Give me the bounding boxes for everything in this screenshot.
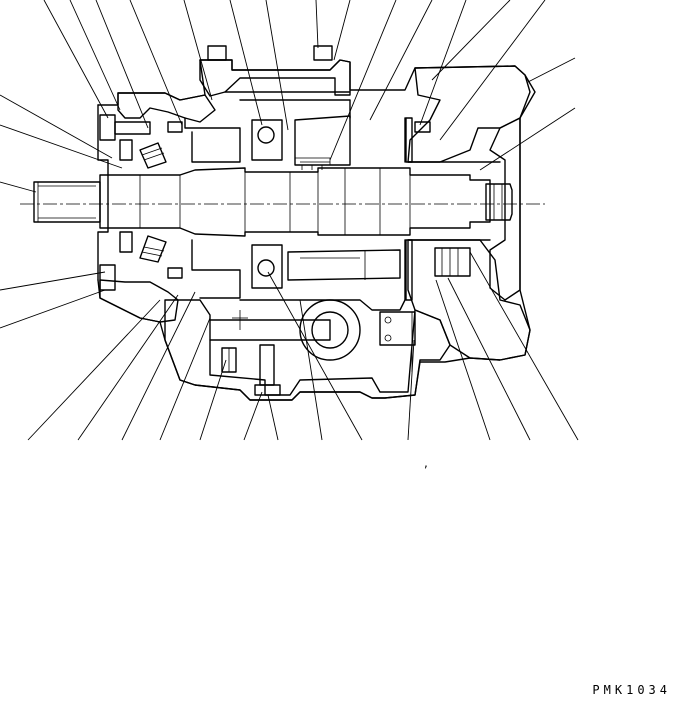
bearings	[139, 119, 471, 289]
top-bolts	[99, 45, 431, 291]
housing-hatched-sections	[99, 59, 531, 401]
cylinder-block	[287, 115, 413, 301]
drive-shaft	[20, 167, 545, 237]
tick-mark: ,	[424, 456, 428, 470]
leader-lines	[0, 0, 579, 441]
drawing-reference-code: PMK1034	[592, 683, 671, 697]
